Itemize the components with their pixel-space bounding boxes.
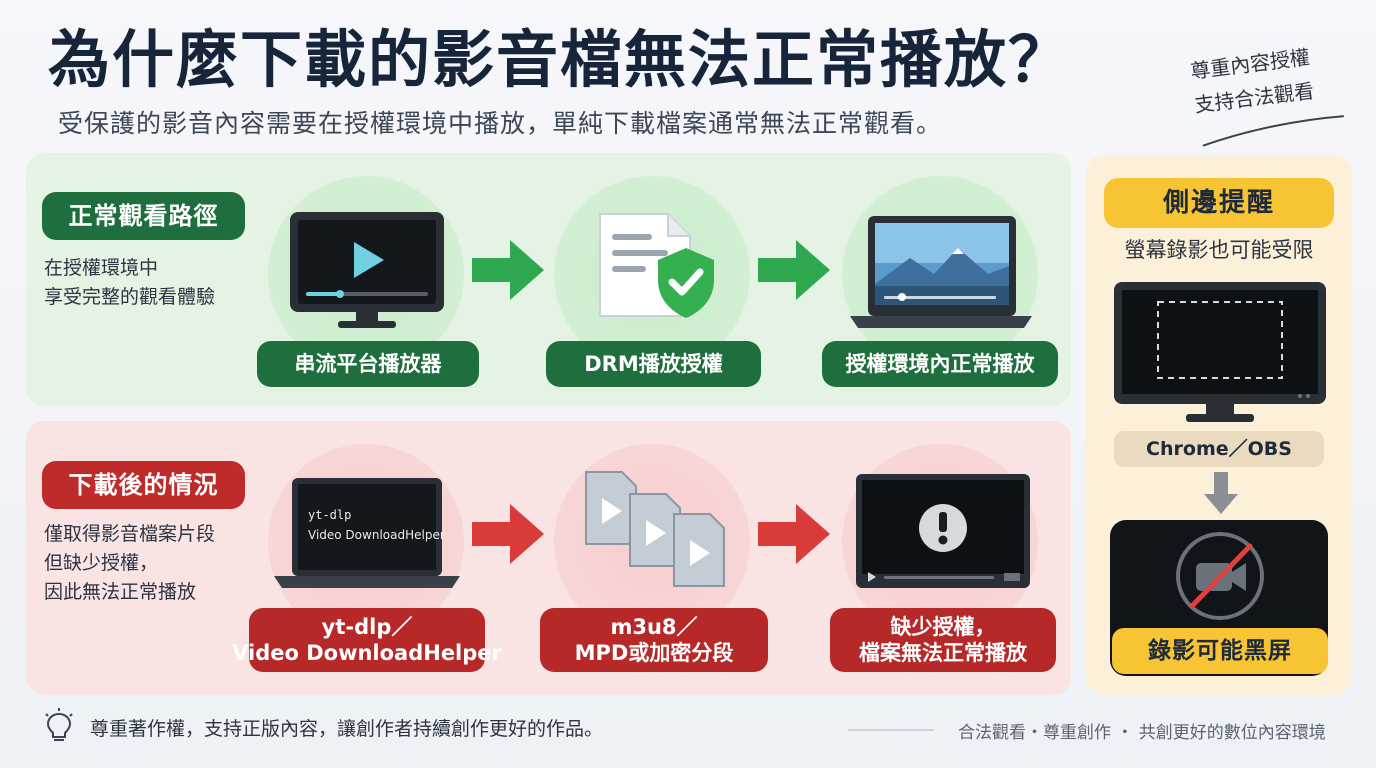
- side-description: 螢幕錄影也可能受限: [1124, 238, 1314, 262]
- download-path-tag: 下載後的情況: [42, 461, 245, 509]
- normal-desc-line2: 享受完整的觀看體驗: [44, 286, 216, 308]
- lightbulb-icon: [45, 708, 73, 741]
- arrow-down-icon: [1204, 472, 1238, 514]
- normal-path-tag: 正常觀看路徑: [42, 192, 245, 240]
- step-label: DRM播放授權: [546, 341, 761, 387]
- normal-desc-line1: 在授權環境中: [44, 257, 159, 279]
- arrow-right-icon: [758, 504, 830, 564]
- underline-stroke-icon: [1202, 115, 1345, 147]
- arrow-right-icon: [758, 240, 830, 300]
- page-subtitle: 受保護的影音內容需要在授權環境中播放，單純下載檔案通常無法正常觀看。: [58, 109, 943, 138]
- monitor-play-icon: [290, 212, 444, 328]
- download-path-description: 僅取得影音檔案片段 但缺少授權， 因此無法正常播放: [44, 520, 215, 607]
- laptop-terminal-icon: yt-dlp Video DownloadHelper: [274, 476, 460, 592]
- footer-message: 尊重著作權，支持正版內容，讓創作者持續創作更好的作品。: [90, 718, 604, 740]
- download-desc-line3: 因此無法正常播放: [44, 581, 197, 603]
- normal-path-description: 在授權環境中 享受完整的觀看體驗: [44, 254, 215, 312]
- laptop-landscape-icon: [850, 216, 1032, 328]
- side-title: 側邊提醒: [1104, 178, 1334, 228]
- error-player-icon: [856, 474, 1030, 588]
- step-label-line1: yt-dlp／: [321, 615, 413, 639]
- footer-tagline: 合法觀看・尊重創作 ・ 共創更好的數位內容環境: [958, 723, 1326, 743]
- terminal-line1: yt-dlp: [308, 508, 352, 522]
- step-label-line2: MPD或加密分段: [574, 641, 734, 665]
- step-label-line2: Video DownloadHelper: [232, 641, 502, 665]
- hand-note: 尊重內容授權 支持合法觀看: [1188, 34, 1365, 147]
- terminal-line2: Video DownloadHelper: [308, 528, 445, 542]
- document-shield-icon: [599, 213, 714, 318]
- download-desc-line1: 僅取得影音檔案片段: [44, 523, 216, 545]
- step-label: yt-dlp／ Video DownloadHelper: [232, 608, 502, 672]
- download-desc-line2: 但缺少授權，: [44, 552, 159, 574]
- side-tools-chip: Chrome／OBS: [1114, 431, 1324, 467]
- step-label: m3u8／ MPD或加密分段: [540, 608, 768, 672]
- arrow-right-icon: [472, 504, 544, 564]
- side-result-label: 錄影可能黑屏: [1112, 628, 1328, 674]
- video-files-icon: [585, 471, 725, 587]
- arrow-right-icon: [472, 240, 544, 300]
- step-label: 缺少授權， 檔案無法正常播放: [830, 608, 1056, 672]
- step-label-line1: 缺少授權，: [890, 615, 996, 639]
- monitor-recording-frame-icon: [1114, 282, 1326, 422]
- step-label-line2: 檔案無法正常播放: [859, 641, 1027, 665]
- footer-divider: [848, 729, 934, 731]
- camera-blocked-icon: [1176, 532, 1264, 620]
- page-title: 為什麼下載的影音檔無法正常播放？: [48, 23, 1073, 96]
- step-label-line1: m3u8／: [610, 615, 698, 639]
- step-label: 授權環境內正常播放: [822, 341, 1058, 387]
- step-label: 串流平台播放器: [257, 341, 479, 387]
